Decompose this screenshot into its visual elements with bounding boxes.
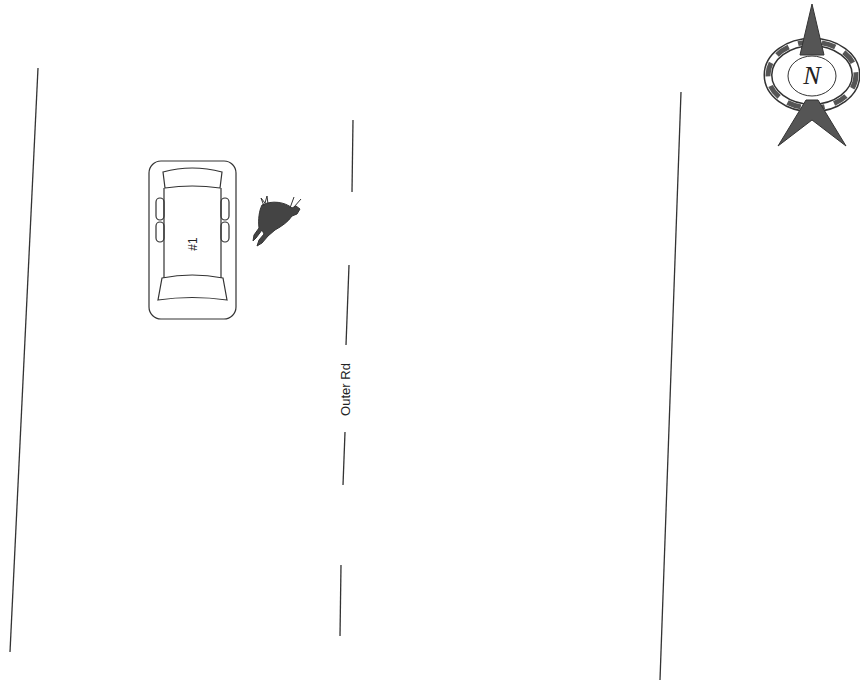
center-line [340, 565, 341, 636]
compass-letter: N [801, 63, 822, 89]
vehicle-number: #1 [185, 237, 199, 250]
road-name: Outer Rd [339, 361, 352, 418]
deer-symbol [253, 196, 301, 246]
center-line [346, 265, 349, 345]
road-edge [10, 68, 38, 652]
vehicle-box: #1 [148, 160, 237, 320]
center-line [352, 120, 353, 192]
center-line [343, 432, 345, 485]
north-compass [768, 4, 856, 146]
road-edge [660, 92, 681, 680]
